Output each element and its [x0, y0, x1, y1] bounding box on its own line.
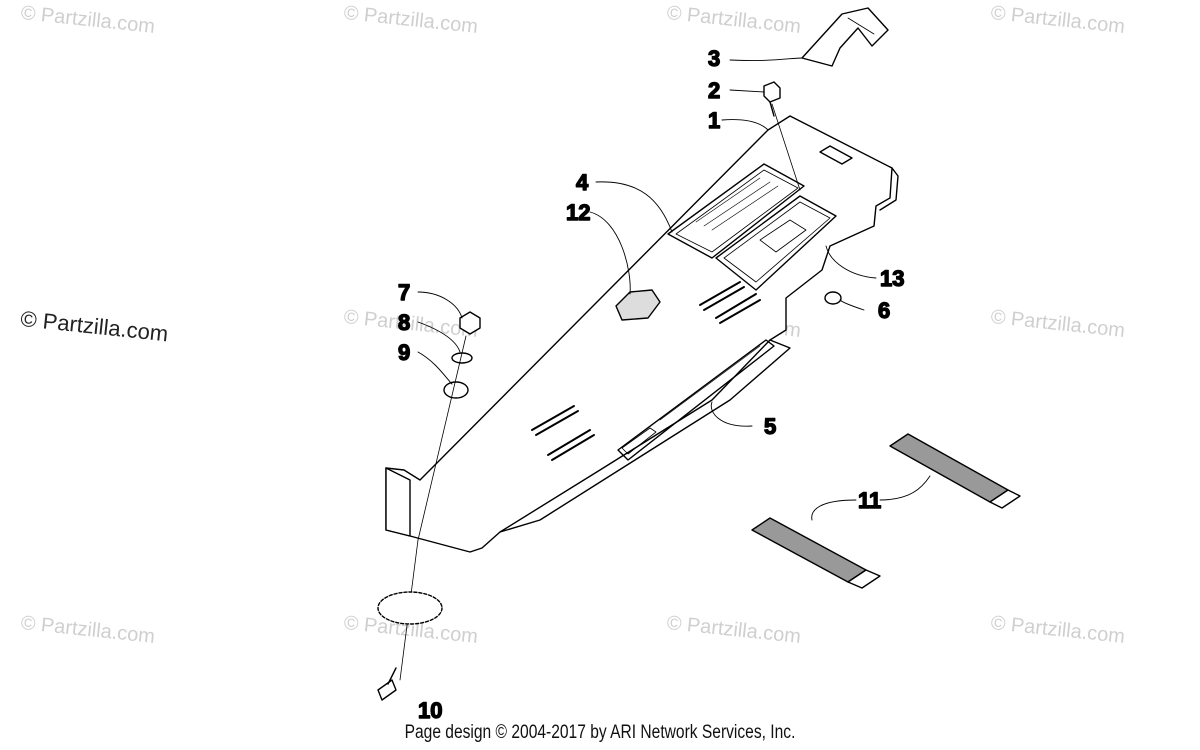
decal-5 — [617, 339, 775, 461]
skid-plate — [385, 115, 893, 553]
clip-3 — [801, 7, 889, 67]
callout-13: 13 — [880, 266, 904, 291]
callout-6: 6 — [878, 298, 890, 323]
decal-warning-4 — [667, 163, 805, 259]
grommet-6 — [824, 291, 842, 305]
callout-10: 10 — [418, 698, 442, 723]
callout-2: 2 — [708, 78, 720, 103]
callout-1: 1 — [708, 108, 720, 133]
plate-slot — [819, 145, 853, 165]
callout-7: 7 — [398, 280, 410, 305]
bolt-2 — [763, 81, 801, 191]
screw-10 — [377, 667, 397, 701]
track-cleat-11 — [751, 433, 1021, 589]
plate-ribs — [531, 281, 761, 461]
skid-plate-front-lip — [385, 467, 411, 537]
skid-plate-edge — [879, 167, 899, 211]
hardware-stack — [399, 311, 481, 681]
callout-8: 8 — [398, 310, 410, 335]
callout-12: 12 — [566, 200, 590, 225]
decal-13 — [715, 195, 837, 291]
callout-3: 3 — [708, 46, 720, 71]
washer-plate — [377, 591, 443, 625]
page-footer: Page design © 2004-2017 by ARI Network S… — [404, 722, 796, 743]
callout-5: 5 — [764, 414, 776, 439]
callout-4: 4 — [576, 170, 589, 195]
callout-11: 11 — [858, 488, 881, 513]
skid-plate-edge — [499, 339, 791, 533]
callout-9: 9 — [398, 340, 410, 365]
leader-lines — [417, 57, 931, 521]
